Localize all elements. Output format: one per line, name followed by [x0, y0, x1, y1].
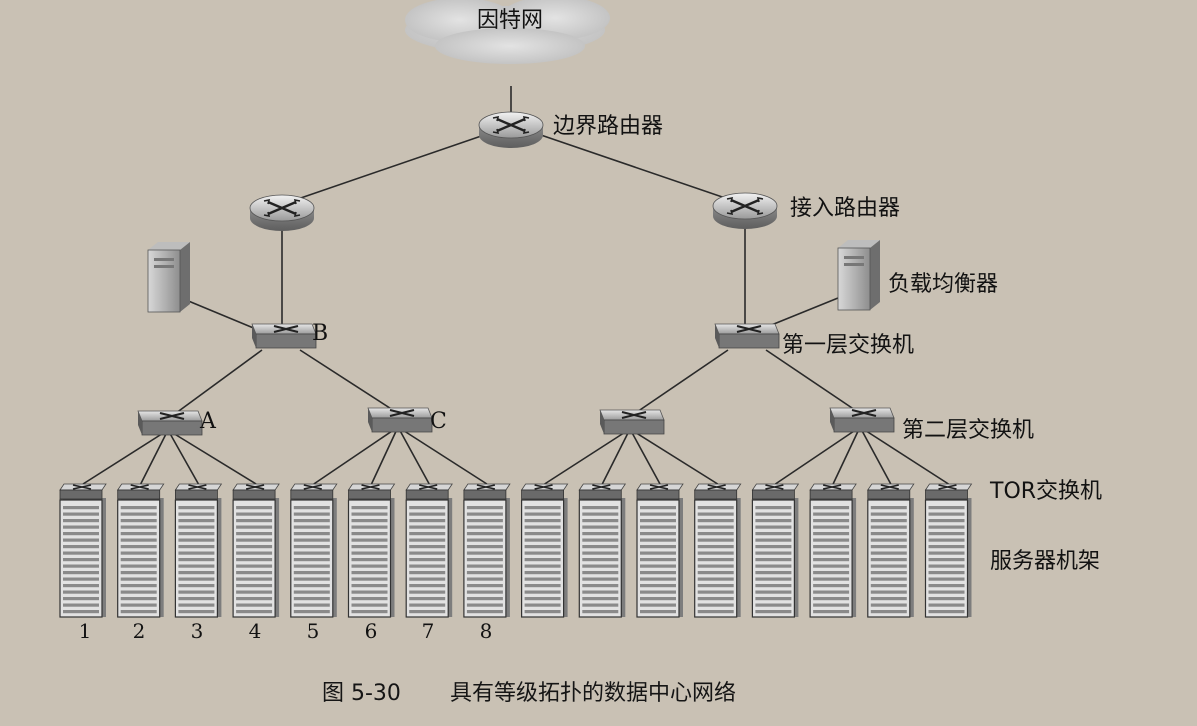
- server-icon-left: [147, 242, 190, 313]
- access-router-label: 接入路由器: [790, 196, 900, 221]
- server-rack: [520, 498, 568, 618]
- switch-letter-b: B: [312, 321, 328, 346]
- tor-switch-icon: [116, 483, 165, 500]
- rack-number: 8: [480, 619, 493, 643]
- tor-switch-icon: [174, 483, 223, 500]
- border-router-label: 边界路由器: [553, 114, 663, 139]
- border-router-icon: [478, 111, 544, 148]
- tor-switch-icon: [693, 483, 742, 500]
- tor-switch-icon: [924, 483, 973, 500]
- tor-switch-label: TOR交换机: [989, 479, 1102, 504]
- tor-switch-icon: [867, 483, 915, 500]
- tier1-switch-label: 第一层交换机: [782, 333, 914, 358]
- switch-letter-c: C: [430, 409, 447, 434]
- tor-switch-icon: [290, 483, 338, 500]
- server-rack: [174, 498, 222, 618]
- server-rack: [809, 498, 857, 618]
- tor-switch-icon: [520, 483, 569, 500]
- rack-number: 2: [133, 619, 146, 643]
- server-rack: [59, 498, 106, 618]
- server-rack: [463, 498, 510, 618]
- network-links: [171, 86, 859, 417]
- server-rack: [924, 498, 972, 618]
- rack-number: 1: [79, 619, 92, 643]
- load-balancer-icon: [837, 240, 880, 311]
- server-rack: [867, 498, 914, 618]
- server-racks-label: 服务器机架: [990, 549, 1100, 574]
- tor-switch-icon: [751, 483, 800, 500]
- access-router-left-icon: [249, 194, 315, 231]
- server-rack: [117, 498, 164, 618]
- tor-switch-icon: [59, 483, 107, 500]
- rack-number: 3: [191, 619, 204, 643]
- tier1-switch-right-icon: [714, 323, 780, 349]
- access-router-right-icon: [712, 192, 778, 229]
- tor-switch-icon: [463, 483, 511, 500]
- switch-letter-a: A: [199, 409, 217, 434]
- tier2-switch-a-icon: [137, 410, 203, 436]
- rack-numbers: 1 2 3 4 5 6 7 8: [79, 619, 493, 643]
- rack-number: 5: [307, 619, 320, 643]
- server-rack: [232, 498, 280, 618]
- rack-number: 7: [422, 619, 435, 643]
- server-rack: [636, 498, 683, 618]
- rack-number: 4: [249, 619, 262, 643]
- tor-switch-icon: [405, 483, 453, 500]
- server-rack: [405, 498, 453, 618]
- tor-switch-icon: [232, 483, 280, 500]
- tier2-switch-4-icon: [829, 407, 895, 433]
- tier2-switch-label: 第二层交换机: [902, 418, 1034, 443]
- tor-links: [82, 426, 949, 485]
- rack-number: 6: [365, 619, 378, 643]
- figure-caption: 具有等级拓扑的数据中心网络: [450, 681, 736, 706]
- figure-number: 图 5-30: [322, 681, 401, 706]
- tor-switch-icon: [636, 483, 684, 500]
- internet-label: 因特网: [477, 8, 543, 33]
- internet-cloud: 因特网: [405, 0, 610, 64]
- load-balancer-label: 负载均衡器: [888, 272, 998, 297]
- tier2-switch-3-icon: [599, 409, 665, 435]
- server-rack: [290, 498, 337, 618]
- server-rack: [347, 498, 395, 618]
- server-rack: [578, 498, 626, 618]
- tor-switch-icon: [809, 483, 857, 500]
- server-racks: [59, 483, 973, 618]
- tor-switch-icon: [347, 483, 396, 500]
- tier2-switch-c-icon: [367, 407, 433, 433]
- tor-switch-icon: [578, 483, 627, 500]
- server-rack: [694, 498, 741, 618]
- tier1-switch-b-icon: [251, 323, 317, 349]
- server-rack: [751, 498, 799, 618]
